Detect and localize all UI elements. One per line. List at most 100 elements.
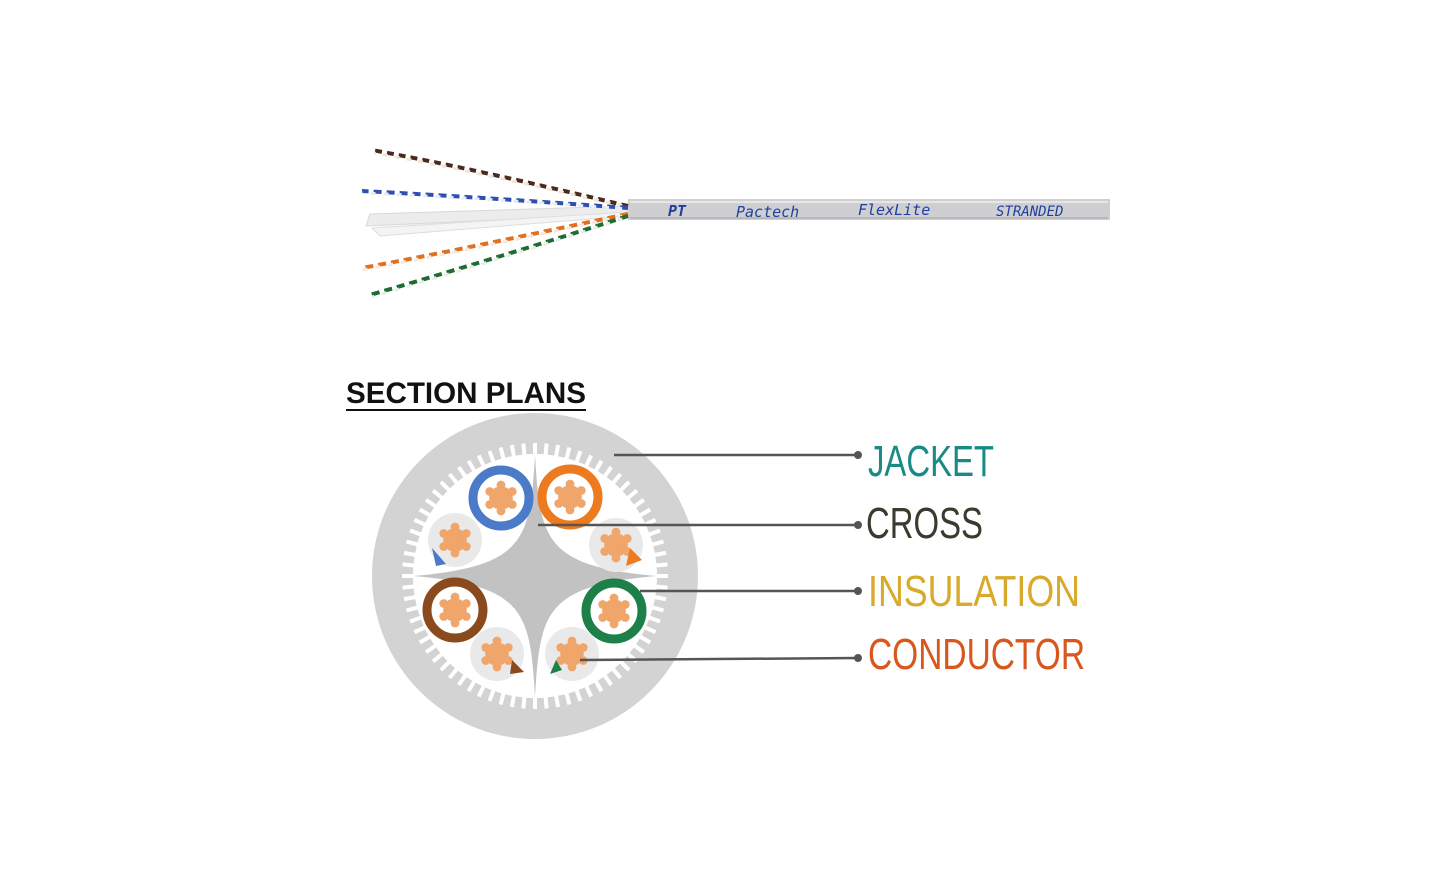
jacket-rib	[653, 595, 667, 602]
label-insulation: INSULATION	[868, 567, 1080, 616]
copper-strand	[611, 527, 621, 537]
jacket-ribs	[402, 443, 668, 709]
copper-strand	[450, 605, 460, 615]
copper-strand	[569, 499, 579, 508]
jacket-rib	[487, 689, 496, 702]
jacket-rib	[626, 488, 639, 500]
copper-strand	[454, 599, 464, 608]
jacket-rib	[466, 679, 477, 693]
jacket-rib	[602, 673, 613, 687]
jacket-rib	[543, 696, 549, 709]
copper-strand	[458, 535, 467, 545]
leader-conductor-dot	[854, 654, 862, 662]
copper-strand	[604, 540, 613, 550]
jacket-rib	[439, 480, 451, 492]
copper-strand	[600, 534, 610, 543]
label-cross: CROSS	[866, 499, 983, 548]
copper-strand	[620, 600, 630, 609]
copper-strand	[503, 656, 513, 665]
copper-strand	[446, 612, 456, 621]
copper-strand	[450, 548, 460, 558]
copper-strand	[496, 506, 506, 516]
leader-cross-dot	[854, 521, 862, 529]
copper-strand	[578, 643, 588, 652]
copper-strand	[507, 487, 517, 496]
jacket-rib	[498, 692, 506, 705]
section-title: SECTION PLANS	[346, 377, 586, 410]
copper-strand	[622, 534, 632, 543]
copper-strand	[571, 643, 581, 652]
jacket-rib	[611, 472, 623, 485]
copper-strand	[567, 649, 577, 659]
copper-strand	[454, 542, 464, 551]
copper-strand	[567, 662, 577, 672]
cross-section	[372, 413, 698, 739]
copper-strand	[461, 529, 471, 538]
copper-strand	[558, 492, 567, 502]
copper-strand	[567, 636, 577, 646]
copper-strand	[561, 486, 571, 495]
jacket-rib	[554, 444, 561, 458]
copper-strand	[496, 493, 506, 503]
copper-strand	[563, 656, 573, 665]
jacket-rib	[543, 443, 549, 456]
jacket-rib	[406, 539, 419, 547]
jacket-rib	[476, 684, 486, 698]
jacket-rib	[439, 660, 451, 672]
insulation-stripe	[510, 660, 524, 674]
jacket-rib	[457, 673, 468, 687]
copper-strand	[485, 500, 495, 509]
copper-strand	[565, 505, 575, 515]
copper-strand	[454, 529, 464, 538]
pair-orange	[361, 212, 629, 272]
copper-strand	[488, 643, 498, 652]
copper-strand	[461, 612, 471, 621]
jacket-rib	[632, 498, 646, 509]
jacket-rib	[584, 454, 594, 468]
cross-spline	[414, 455, 656, 697]
copper-strand	[481, 643, 491, 652]
copper-strand	[573, 492, 582, 502]
jacket-rib	[447, 472, 459, 485]
jacket-rib	[632, 643, 646, 654]
jacket-rib	[487, 450, 496, 463]
jacket-rib	[424, 643, 438, 654]
cable-print-brand: Pactech	[736, 203, 799, 221]
copper-strand	[492, 649, 502, 659]
copper-strand	[607, 534, 617, 543]
copper-strand	[554, 499, 564, 508]
copper-strand	[446, 542, 456, 551]
pair-green	[369, 214, 629, 299]
copper-strand	[500, 487, 510, 496]
copper-strand	[461, 542, 471, 551]
leader-conductor	[579, 656, 859, 662]
insulation-stripe	[626, 548, 642, 566]
copper-strand	[611, 553, 621, 563]
copper-strand	[488, 656, 498, 665]
copper-strand	[439, 529, 449, 538]
jacket-rib	[476, 454, 486, 468]
jacket-rib	[498, 447, 506, 460]
copper-strand	[602, 606, 611, 616]
jacket-rib	[574, 689, 583, 702]
copper-strand	[613, 613, 623, 622]
copper-strand	[576, 486, 586, 495]
jacket-rib	[521, 696, 527, 709]
copper-strand	[600, 547, 610, 556]
copper-strand	[496, 480, 506, 490]
copper-strand	[446, 599, 456, 608]
copper-strand	[443, 535, 452, 545]
label-conductor: CONDUCTOR	[868, 630, 1085, 679]
copper-strand	[576, 499, 586, 508]
copper-strand	[439, 599, 449, 608]
copper-strand	[443, 605, 452, 615]
cable-print-model: FlexLite	[858, 201, 930, 219]
copper-strand	[454, 612, 464, 621]
copper-strand	[554, 486, 564, 495]
copper-strand	[598, 613, 608, 622]
jacket-rib	[402, 584, 415, 590]
copper-strand	[615, 534, 625, 543]
jacket-rib	[413, 625, 427, 635]
jacket-rib	[655, 584, 668, 590]
jacket-rib	[509, 694, 516, 708]
